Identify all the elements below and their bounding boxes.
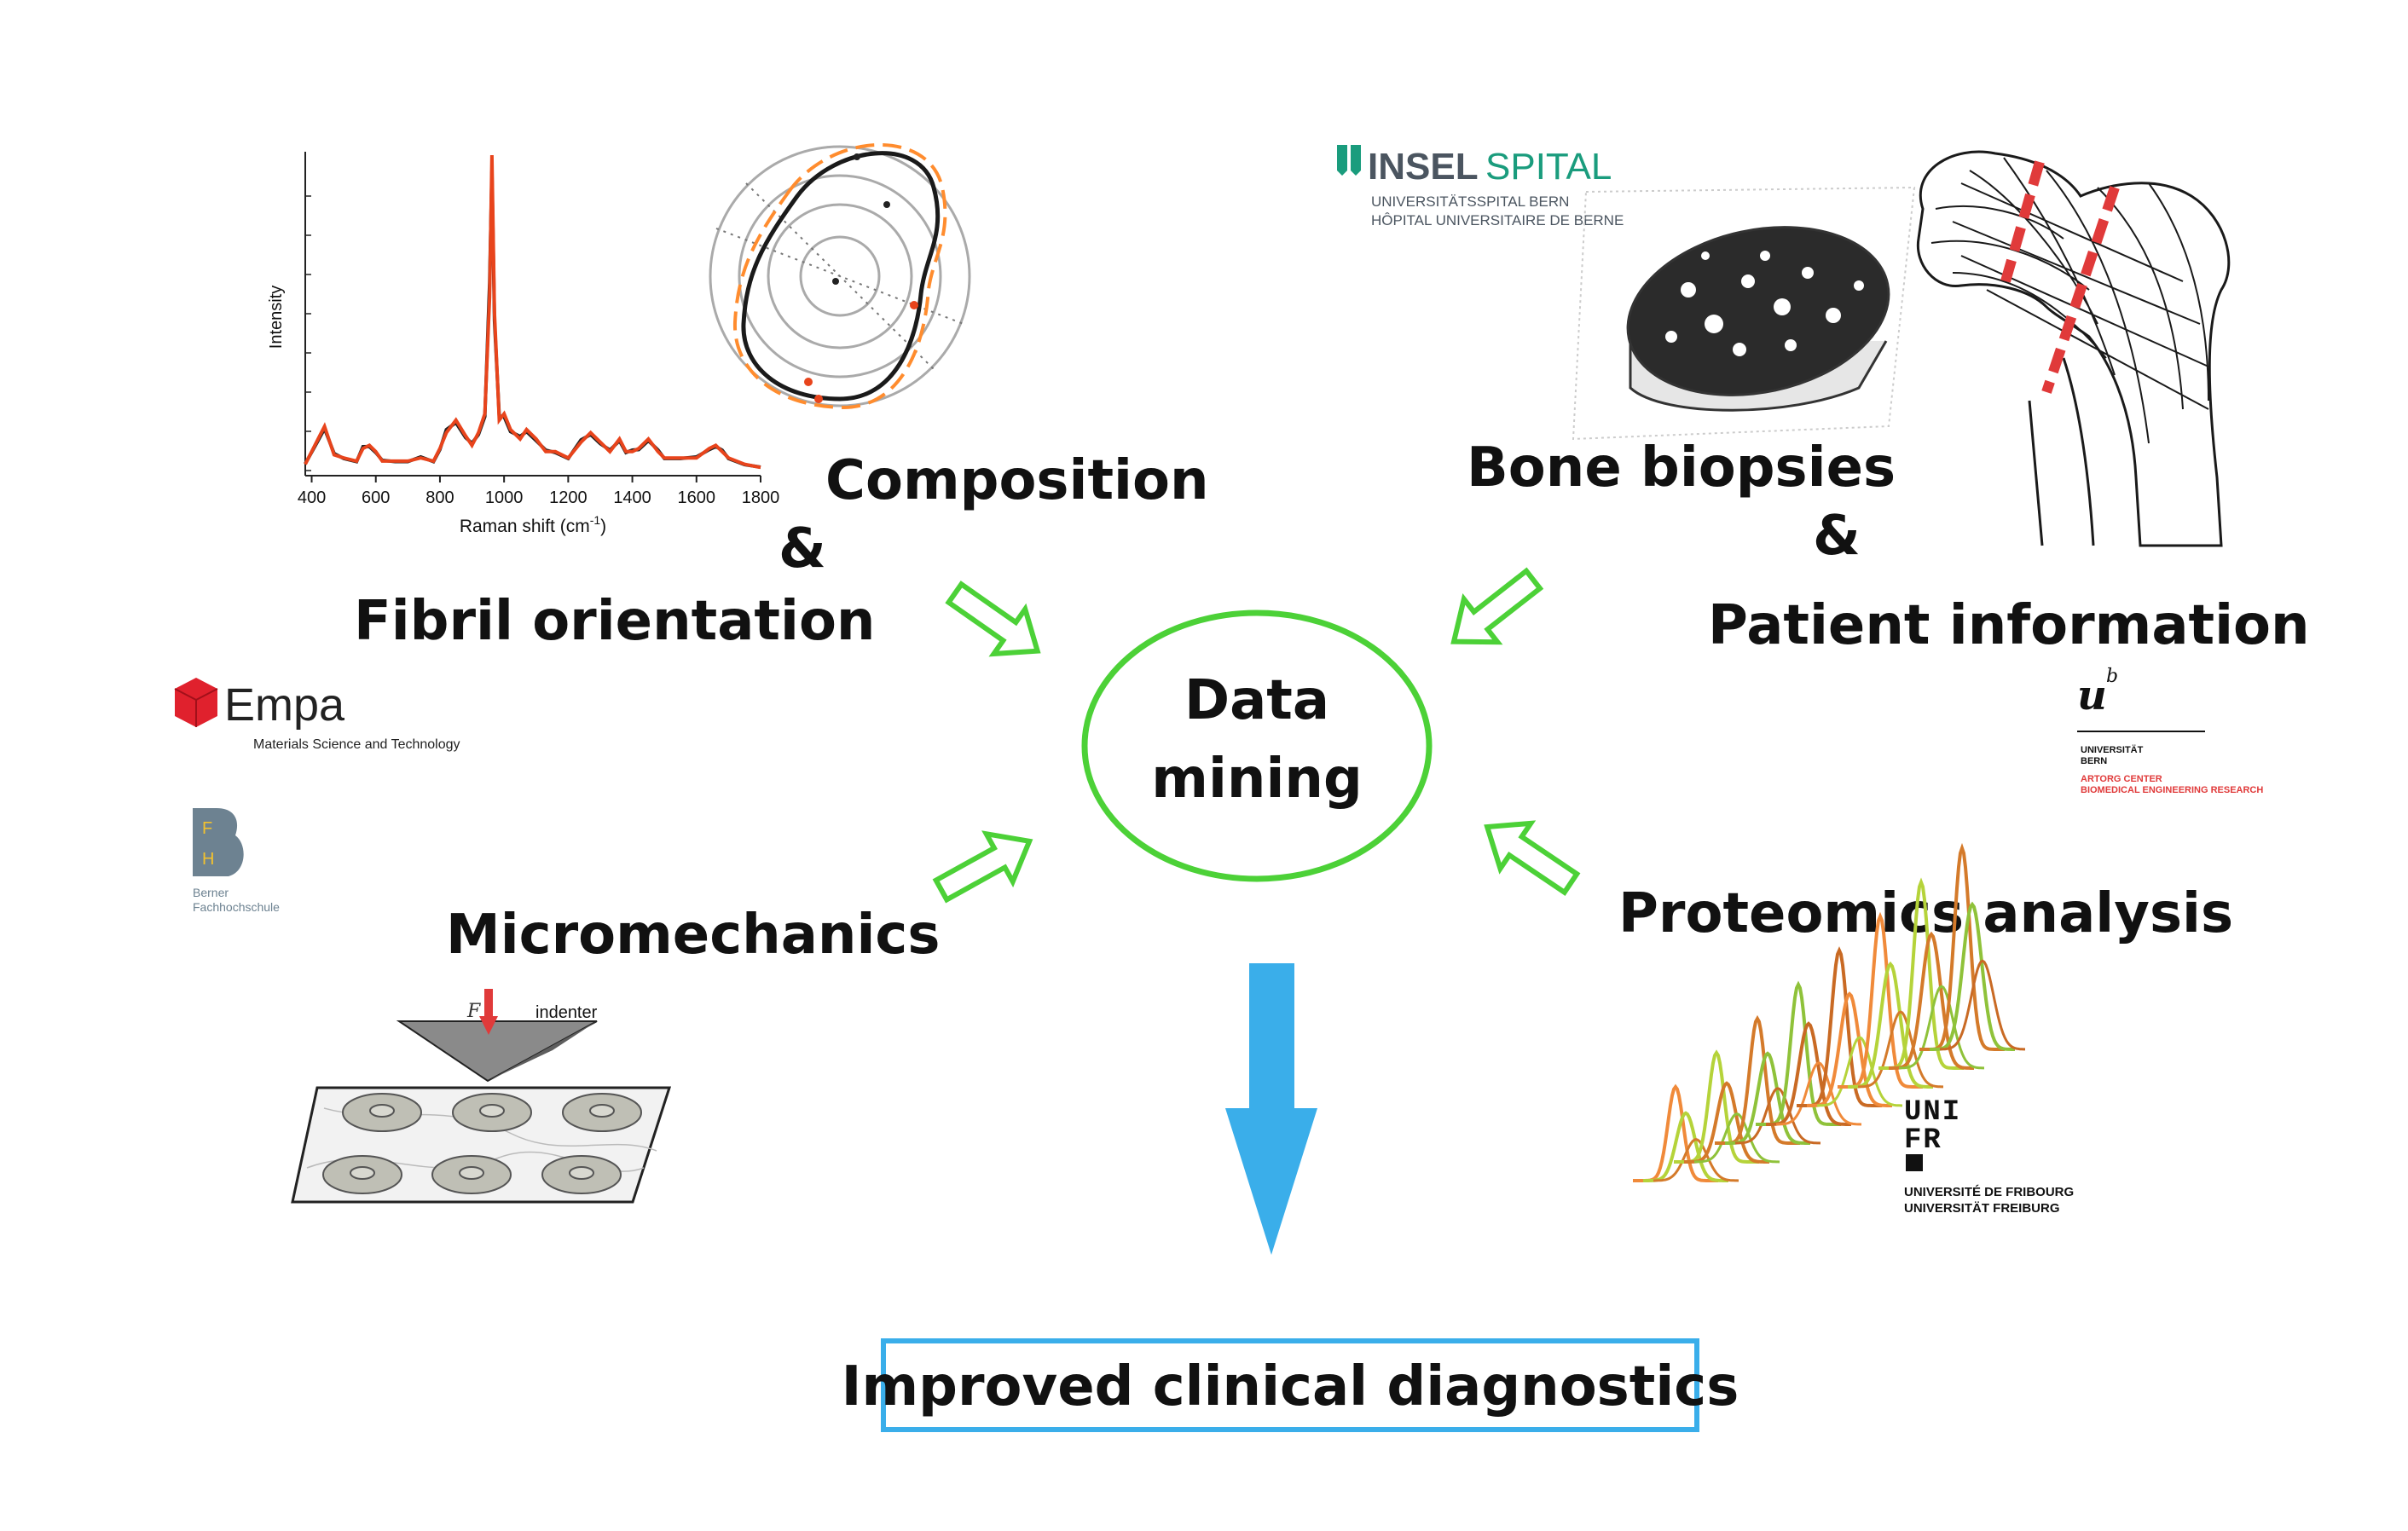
- polar-orientation-plot: [709, 142, 971, 410]
- svg-text:FR: FR: [1904, 1124, 1942, 1157]
- protein-peak: [1775, 1061, 1862, 1126]
- svg-text:BERN: BERN: [2081, 756, 2107, 766]
- center-label-line2: mining: [1151, 748, 1363, 811]
- protein-peak: [1816, 1036, 1903, 1107]
- svg-text:Berner: Berner: [193, 886, 229, 899]
- svg-text:F: F: [466, 1001, 481, 1022]
- svg-text:BIOMEDICAL ENGINEERING RESEARC: BIOMEDICAL ENGINEERING RESEARCH: [2081, 785, 2263, 795]
- protein-peak: [1930, 901, 2015, 1051]
- protein-peak: [1858, 1010, 1943, 1089]
- svg-text:UNIVERSITÄTSSPITAL BERN: UNIVERSITÄTSSPITAL BERN: [1371, 194, 1569, 210]
- fracture-line-lower: [2041, 186, 2120, 394]
- output-arrow: [1225, 963, 1317, 1255]
- inselspital-logo: INSEL SPITAL UNIVERSITÄTSSPITAL BERN HÔP…: [1337, 145, 1624, 228]
- bfh-b-shape-icon: [193, 808, 244, 876]
- center-label-line1: Data: [1184, 669, 1329, 732]
- data-mining-ellipse: [1081, 610, 1433, 882]
- femur-illustration: [1916, 150, 2231, 547]
- x-tick-label: 1200: [549, 488, 588, 507]
- indentation-illustration: F indenter: [291, 989, 672, 1204]
- svg-text:HÔPITAL UNIVERSITAIRE DE BERNE: HÔPITAL UNIVERSITAIRE DE BERNE: [1371, 212, 1624, 228]
- arrow-micromechanics-to-center: [932, 830, 1033, 904]
- inselspital-emblem-icon: [1337, 145, 1361, 176]
- unibe-mark-icon: u: [2077, 672, 2107, 719]
- unibe-artorg-logo: u b UNIVERSITÄT BERN ARTORG CENTER BIOME…: [2077, 666, 2263, 795]
- arrow-proteomics-to-center: [1484, 820, 1581, 896]
- fracture-line-upper: [2000, 160, 2045, 283]
- unifr-logo: UNI FR UNIVERSITÉ DE FRIBOURG UNIVERSITÄ…: [1904, 1096, 2074, 1216]
- unifr-square-icon: [1906, 1154, 1923, 1171]
- protein-peak: [1940, 959, 2025, 1051]
- protein-peak: [1899, 985, 1984, 1070]
- protein-peak: [1653, 1138, 1739, 1182]
- bone-biopsy-illustration: [1572, 186, 1916, 441]
- label-micromechanics: Micromechanics: [446, 904, 940, 967]
- x-tick-label: 1000: [485, 488, 524, 507]
- svg-text:b: b: [2106, 666, 2118, 687]
- x-tick-label: 400: [298, 488, 326, 507]
- svg-text:Materials Science and Technolo: Materials Science and Technology: [253, 737, 460, 752]
- y-axis-label: Intensity: [267, 286, 286, 349]
- label-patient-information: Patient information: [1708, 594, 2310, 657]
- spectrum-series-red: [304, 154, 761, 470]
- svg-text:H: H: [202, 850, 214, 869]
- x-tick-label: 600: [362, 488, 390, 507]
- output-label: Improved clinical diagnostics: [842, 1355, 1739, 1418]
- spectrum-series-dark: [304, 170, 761, 469]
- indenter-tip: [396, 1020, 598, 1083]
- svg-text:Empa: Empa: [224, 679, 345, 731]
- svg-text:UNIVERSITÄT FREIBURG: UNIVERSITÄT FREIBURG: [1904, 1201, 2060, 1216]
- label-fibril-orientation: Fibril orientation: [354, 590, 875, 653]
- arrow-bone-to-center: [1450, 567, 1544, 645]
- x-tick-label: 1800: [742, 488, 780, 507]
- fitted-orientation-curve: [741, 151, 941, 402]
- svg-text:UNIVERSITÉ DE FRIBOURG: UNIVERSITÉ DE FRIBOURG: [1904, 1185, 2074, 1199]
- label-composition: Composition: [825, 449, 1209, 512]
- svg-text:indenter: indenter: [535, 1003, 598, 1022]
- x-axis-label: Raman shift (cm-1): [460, 513, 606, 536]
- svg-text:INSEL: INSEL: [1368, 146, 1479, 188]
- svg-text:UNI: UNI: [1904, 1096, 1961, 1129]
- measured-orientation-curve: [732, 142, 947, 410]
- force-arrow-icon: [479, 1016, 498, 1035]
- proteomics-peaks-illustration: [1633, 842, 2025, 1182]
- svg-text:UNIVERSITÄT: UNIVERSITÄT: [2081, 744, 2144, 755]
- x-tick-label: 1600: [678, 488, 716, 507]
- empa-logo: Empa Materials Science and Technology: [174, 678, 460, 752]
- output-box: [881, 1338, 1699, 1432]
- protein-peak: [1734, 1087, 1821, 1145]
- label-bone-biopsies: Bone biopsies: [1467, 436, 1896, 500]
- x-tick-label: 800: [425, 488, 454, 507]
- protein-peak: [1693, 1112, 1780, 1164]
- x-tick-label: 1400: [613, 488, 651, 507]
- label-ampersand-right: &: [1813, 505, 1861, 568]
- svg-text:ARTORG CENTER: ARTORG CENTER: [2081, 774, 2162, 784]
- bfh-logo: F H Berner Fachhochschule: [193, 808, 280, 914]
- svg-text:Fachhochschule: Fachhochschule: [193, 900, 280, 914]
- label-ampersand-left: &: [779, 517, 826, 581]
- arrow-composition-to-center: [945, 581, 1041, 657]
- svg-text:SPITAL: SPITAL: [1485, 146, 1612, 188]
- svg-text:F: F: [202, 819, 212, 838]
